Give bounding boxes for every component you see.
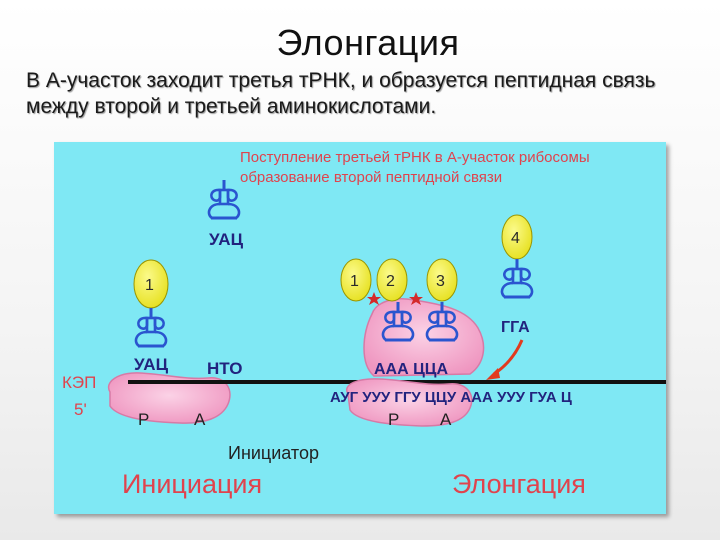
anticodons-label: ААА ЦЦА: [374, 361, 448, 378]
five-prime-label: 5': [74, 400, 87, 419]
amino-acid-1-label: 1: [145, 277, 154, 294]
amino-acid-2: [376, 258, 408, 302]
entry-arrowhead: [486, 368, 500, 380]
amino-acid-1: [340, 258, 372, 302]
ribosome-small-subunit: [346, 378, 473, 427]
amino-acid-4-number: 4: [511, 230, 520, 247]
initiator-trna: [134, 306, 168, 348]
initiator-label: Инициатор: [228, 443, 319, 463]
entry-arrow: [493, 339, 524, 376]
stage-elongation: Элонгация: [452, 469, 586, 499]
amino-acid-3-number: 3: [436, 273, 445, 290]
peptide-bond-star-1: [367, 292, 381, 305]
amino-acid-1-number: 1: [350, 273, 359, 290]
a-site-initiation: А: [194, 410, 206, 429]
caption-line-1: Поступление третьей тРНК в А-участок риб…: [240, 149, 590, 166]
incoming-trna: [500, 257, 534, 299]
ribosome-initiation: [107, 372, 231, 424]
slide-description: В А-участок заходит третья тРНК, и образ…: [26, 69, 656, 118]
free-trna-anticodon: УАЦ: [209, 230, 244, 249]
a-site-elongation: А: [440, 410, 452, 429]
slide-title: Элонгация: [276, 22, 460, 63]
caption-line-2: образование второй пептидной связи: [240, 169, 502, 186]
p-site-initiation: Р: [138, 410, 149, 429]
stage-initiation: Инициация: [122, 469, 262, 499]
incoming-anticodon: ГГА: [501, 319, 530, 336]
amino-acid-2-number: 2: [386, 273, 395, 290]
bound-trna-anticodon: УАЦ: [134, 355, 169, 374]
cap-label: КЭП: [62, 373, 96, 392]
utr-label: НТО: [207, 359, 242, 378]
amino-acid-3: [426, 258, 458, 302]
free-trna-left: [207, 178, 241, 220]
translation-diagram: Поступление третьей тРНК в А-участок риб…: [54, 142, 666, 514]
peptide-bond-star-2: [409, 292, 423, 305]
p-site-elongation: Р: [388, 410, 399, 429]
mrna-codons: АУГ УУУ ГГУ ЦЦУ ААА УУУ ГУА Ц: [330, 389, 572, 406]
